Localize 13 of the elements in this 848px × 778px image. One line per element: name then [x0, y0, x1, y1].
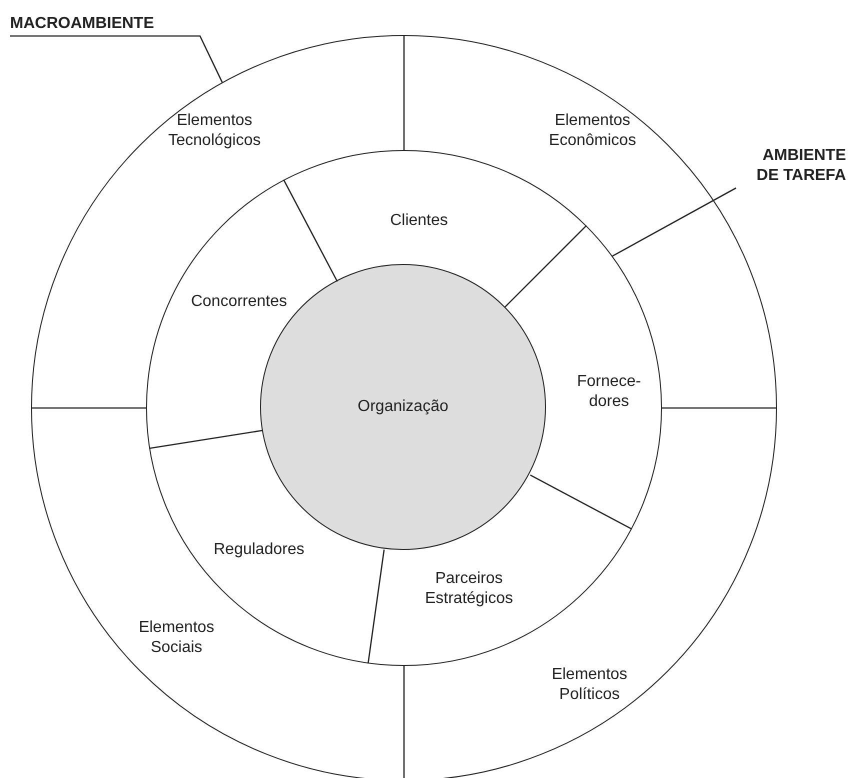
sector-label: Concorrentes: [179, 292, 299, 312]
callout-label: AMBIENTE DE TAREFA: [736, 146, 846, 186]
sector-label: Elementos Sociais: [116, 618, 236, 658]
sector-label: Elementos Econômicos: [518, 110, 668, 150]
leader-line: [10, 35, 223, 83]
sector-label: Reguladores: [199, 540, 319, 560]
sector-label: Fornece- dores: [574, 372, 644, 412]
sector-label: Parceiros Estratégicos: [394, 569, 544, 609]
sector-label: Elementos Políticos: [530, 664, 650, 704]
sector-label: Clientes: [364, 211, 474, 231]
sector-label: Elementos Tecnológicos: [140, 110, 290, 150]
leader-line: [612, 187, 736, 257]
callout-label: MACROAMBIENTE: [10, 14, 200, 34]
